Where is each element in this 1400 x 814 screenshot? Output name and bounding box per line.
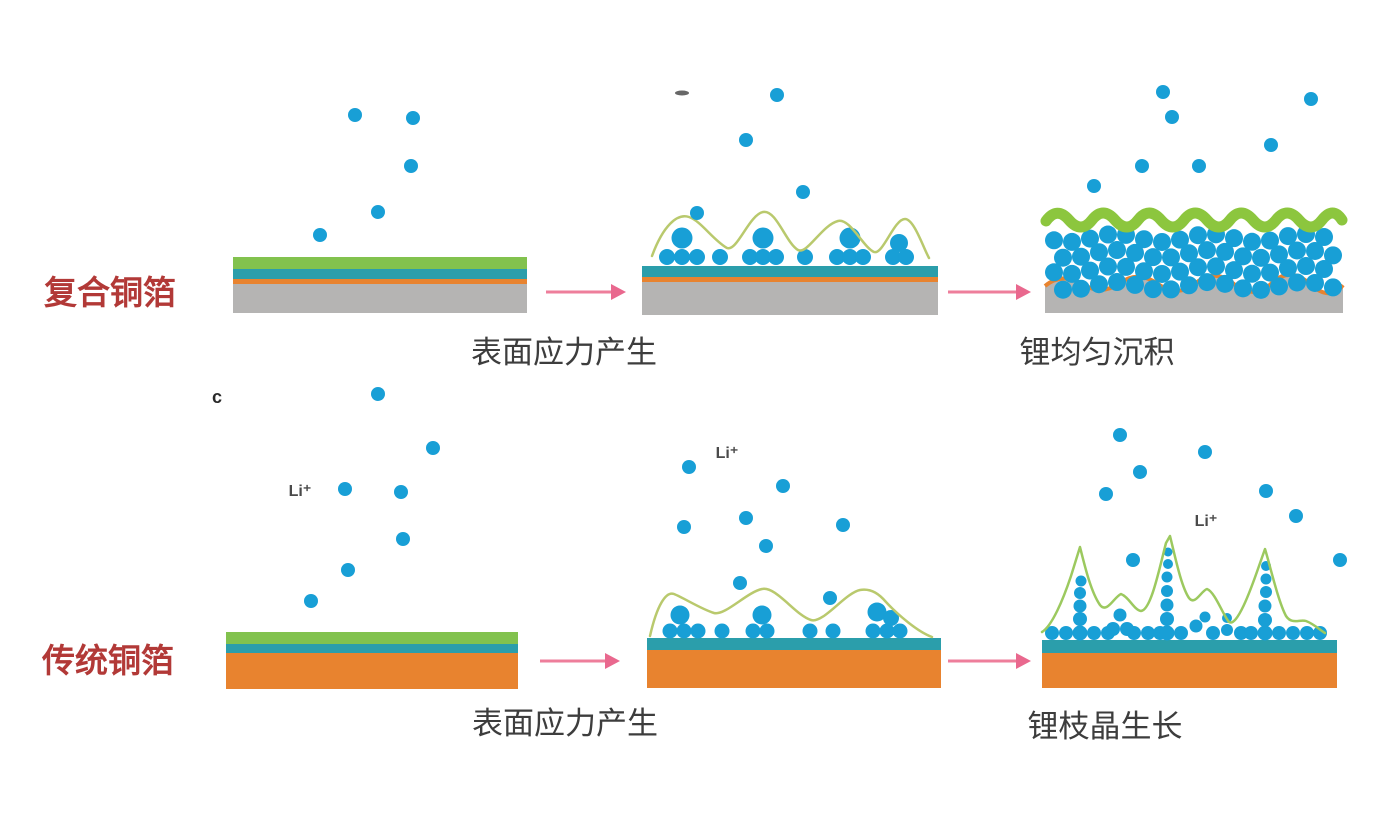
sei-wavy-line <box>648 587 934 639</box>
caption-uniform-deposition: 锂均匀沉积 <box>1020 335 1175 370</box>
caption-dendrite-growth: 锂枝晶生长 <box>1028 709 1183 744</box>
panel-letter: c <box>212 387 222 407</box>
traditional-foil-pristine <box>226 632 518 689</box>
li-plus-label: Li⁺ <box>289 483 312 500</box>
sei-wavy-line <box>650 210 931 260</box>
cropped-mark <box>675 90 689 96</box>
arrow-right-icon <box>948 284 1031 300</box>
li-particle-band <box>1045 225 1342 299</box>
li-ion-dots <box>677 460 850 605</box>
li-ion-dots <box>1087 85 1318 193</box>
composite-foil-uniform-deposition <box>1040 207 1348 313</box>
caption-surface-stress-bottom: 表面应力产生 <box>472 706 658 741</box>
li-dendrites <box>1045 547 1327 641</box>
li-ion-dots <box>313 108 420 242</box>
li-ion-dots <box>690 88 810 220</box>
arrow-right-icon <box>546 284 626 300</box>
composite-foil-pristine <box>233 257 527 313</box>
traditional-foil-surface-stress <box>647 587 941 688</box>
li-ion-dots <box>1099 428 1347 567</box>
li-nuclei-bumps <box>659 227 914 265</box>
arrow-right-icon <box>948 653 1031 669</box>
row-label-composite-foil: 复合铜箔 <box>44 274 176 311</box>
arrow-right-icon <box>540 653 620 669</box>
caption-surface-stress-top: 表面应力产生 <box>471 335 657 370</box>
li-nuclei-bumps <box>662 602 908 639</box>
li-plus-label: Li⁺ <box>716 445 739 462</box>
li-plus-label: Li⁺ <box>1195 513 1218 530</box>
traditional-foil-dendrite-growth <box>1040 534 1337 688</box>
li-ion-dots <box>304 387 440 608</box>
green-cap-wave <box>1040 207 1348 233</box>
composite-foil-surface-stress <box>642 210 938 315</box>
sei-envelope-line <box>1040 534 1327 635</box>
row-label-traditional-foil: 传统铜箔 <box>41 642 174 679</box>
